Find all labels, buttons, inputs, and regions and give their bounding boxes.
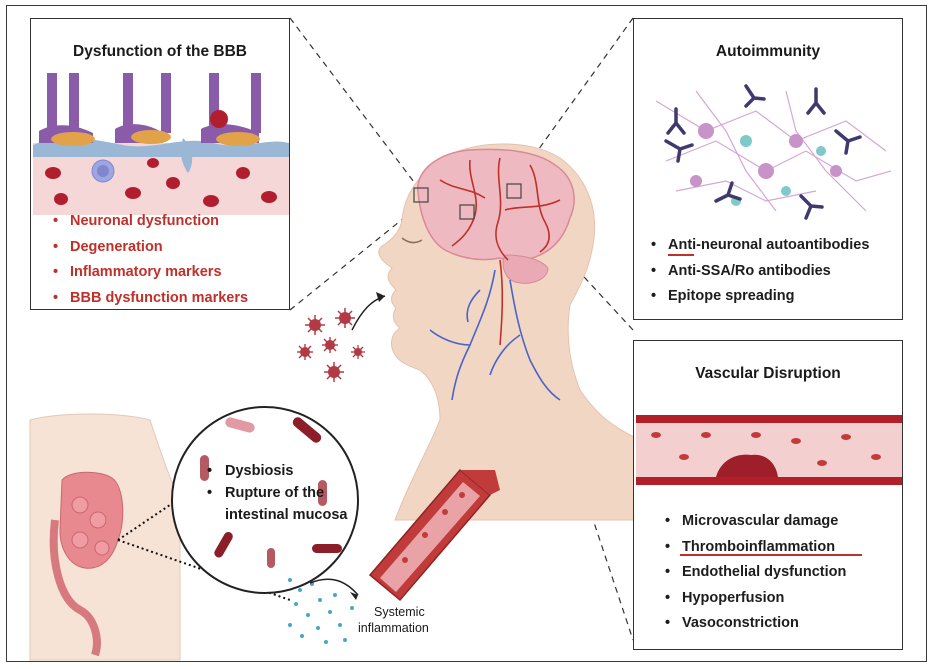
virus-icon: [351, 345, 365, 359]
thrombo-underline: [680, 554, 862, 556]
virus-icon: [335, 308, 355, 328]
list-item: Neuronal dysfunction: [50, 209, 248, 235]
list-item: BBB dysfunction markers: [50, 286, 248, 312]
red-blood-cell-icon: [651, 432, 881, 466]
eye-closed: [401, 237, 423, 244]
list-item: Degeneration: [50, 235, 248, 261]
arrow-head-icon: [376, 292, 385, 302]
brain-icon: [413, 148, 575, 346]
rupture-line-1: Rupture of the: [225, 485, 325, 501]
red-blood-cell-icon: [210, 110, 228, 128]
arrow-head-icon: [350, 592, 358, 600]
list-item: Anti-SSA/Ro antibodies: [648, 259, 869, 285]
vascular-items-list: Microvascular damage Thromboinflammation…: [662, 509, 846, 637]
zoom-box-auto: [506, 183, 522, 199]
dendrites: [655, 90, 892, 212]
virus-cluster: [297, 292, 386, 382]
vein-4: [489, 334, 521, 376]
anti-underline: [668, 254, 694, 256]
thrombus: [716, 454, 778, 477]
vascular-panel-title: Vascular Disruption: [695, 365, 841, 382]
brain-shape: [417, 148, 575, 262]
cerebellum: [502, 254, 549, 284]
systemic-line-1: Systemic: [374, 605, 425, 619]
autoimmunity-panel-title: Autoimmunity: [715, 43, 821, 60]
neuron-network-illustration: [655, 84, 892, 220]
list-item: Endothelial dysfunction: [662, 560, 846, 586]
vein-5: [466, 289, 481, 323]
dysbiosis-label: •Dysbiosis: [207, 463, 294, 479]
virus-icon: [297, 344, 313, 360]
autoimmunity-panel: Autoimmunity: [633, 18, 903, 320]
virus-icon: [324, 362, 344, 382]
systemic-line-2: inflammation: [358, 621, 429, 635]
neuron-icon: [690, 123, 842, 187]
list-item: Inflammatory markers: [50, 260, 248, 286]
vein-1: [451, 269, 496, 401]
bacterium-icon: [200, 417, 342, 568]
antibody-icon: [664, 84, 862, 220]
list-item: Anti-neuronal autoantibodies: [648, 233, 869, 259]
intestine-icon: [49, 471, 124, 657]
list-item: Hypoperfusion: [662, 586, 846, 612]
list-item: Epitope spreading: [648, 284, 869, 310]
carotid: [499, 259, 504, 346]
artery-2: [495, 157, 509, 261]
gut-circle-labels: •Dysbiosis •Rupture of the intestinal mu…: [203, 460, 353, 526]
bbb-panel-title: Dysfunction of the BBB: [73, 43, 247, 60]
autoimmunity-items-list: Anti-neuronal autoantibodies Anti-SSA/Ro…: [648, 233, 869, 310]
pericytes: [51, 130, 260, 146]
vein-2: [509, 279, 561, 401]
list-item: Thromboinflammation: [662, 535, 846, 561]
connector-auto-top: [512, 17, 634, 186]
artery-4: [439, 179, 486, 199]
vascular-panel: Vascular Disruption Microvascular damage…: [633, 340, 903, 650]
systemic-inflammation-label: Systemic inflammation: [358, 604, 429, 636]
connector-bbb-bottom: [289, 204, 421, 311]
systemic-arrow: [309, 578, 359, 596]
leak-droplet: [180, 138, 193, 173]
artery-3: [529, 164, 550, 253]
list-item: Vasoconstriction: [662, 611, 846, 637]
bbb-panel: Dysfunction of the BBB: [30, 18, 290, 311]
vein-3: [429, 329, 471, 346]
dysbiosis-text: Dysbiosis: [225, 463, 294, 479]
artery-5: [504, 199, 561, 211]
artery-1: [451, 159, 477, 247]
rupture-line-2: intestinal mucosa: [225, 507, 348, 523]
connector-bbb-top: [289, 17, 421, 191]
bbb-items-list: Neuronal dysfunction Degeneration Inflam…: [50, 209, 248, 311]
figure-frame: [6, 5, 927, 662]
bbb-illustration: [33, 73, 289, 215]
torso-figure: [29, 413, 291, 661]
blood-vessel-icon: [368, 468, 500, 602]
vessel-illustration: [636, 415, 902, 485]
list-item: Microvascular damage: [662, 509, 846, 535]
neck-veins: [429, 269, 561, 401]
zoom-box-mid: [459, 204, 475, 220]
gut-circle: [171, 406, 359, 594]
red-blood-cells: [45, 158, 277, 207]
inhalation-arrow: [351, 295, 386, 331]
zoom-box-bbb: [413, 187, 429, 203]
virus-icon: [322, 337, 338, 353]
rupture-label: •Rupture of the intestinal mucosa: [207, 485, 348, 523]
virus-icon: [305, 315, 325, 335]
brain-arteries: [439, 157, 561, 346]
